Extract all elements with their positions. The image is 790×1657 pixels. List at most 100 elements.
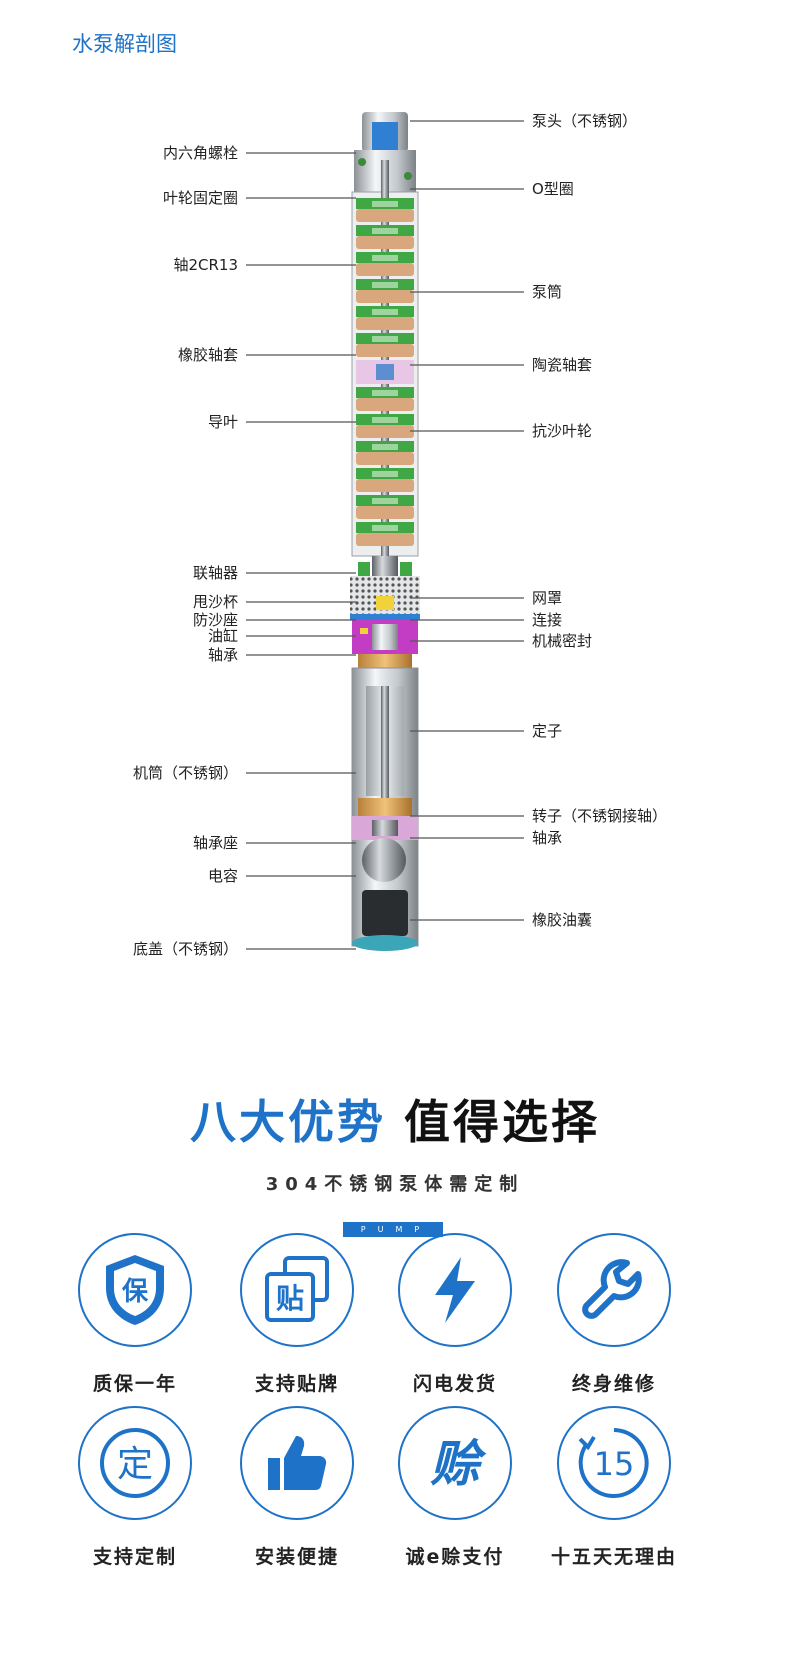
connection-band — [350, 614, 420, 620]
diffuser-vane — [372, 255, 398, 261]
advantage-label: 支持定制 — [92, 1546, 177, 1568]
advantage-item: 闪电发货 — [375, 1233, 535, 1396]
coupling-bracket — [358, 562, 370, 580]
ceramic-bushing — [376, 364, 394, 380]
impeller — [356, 452, 414, 465]
part-label-right: 泵筒 — [532, 283, 562, 301]
diffuser-vane — [372, 525, 398, 531]
diffuser-vane — [372, 282, 398, 288]
label-icon: 贴 — [240, 1233, 354, 1347]
headline: 八大优势值得选择 — [0, 1086, 790, 1152]
rotor-shaft — [381, 686, 389, 832]
thumbs-up-icon — [240, 1406, 354, 1520]
advantage-label: 诚e赊支付 — [405, 1546, 505, 1568]
impeller — [356, 506, 414, 519]
impeller — [356, 479, 414, 492]
oil-tank — [372, 624, 398, 650]
diffuser-vane — [372, 336, 398, 342]
diffuser-vane — [372, 444, 398, 450]
lower-bearing — [372, 820, 398, 836]
part-label-right: 陶瓷轴套 — [532, 356, 592, 374]
pump-head-window — [372, 122, 398, 152]
part-label-right: 橡胶油囊 — [532, 911, 592, 929]
part-label-left: 油缸 — [208, 627, 238, 645]
part-label-left: 轴承座 — [193, 834, 238, 852]
advantage-label: 终身维修 — [571, 1373, 656, 1395]
part-label-left: 内六角螺栓 — [163, 144, 238, 162]
bottom-cover — [352, 935, 418, 951]
part-label-left: 机筒（不锈钢） — [133, 764, 238, 782]
part-label-left: 轴2CR13 — [173, 256, 238, 274]
wrench-icon — [557, 1233, 671, 1347]
capacitor — [362, 838, 406, 882]
advantage-item: 安装便捷 — [217, 1406, 377, 1569]
diffuser-vane — [372, 228, 398, 234]
part-label-left: 联轴器 — [193, 564, 238, 582]
diffuser-vane — [372, 471, 398, 477]
advantage-label: 支持贴牌 — [254, 1373, 339, 1395]
part-label-left: 甩沙杯 — [193, 593, 238, 611]
fifteen-days-icon: 15 — [557, 1406, 671, 1520]
diffuser-vane — [372, 390, 398, 396]
svg-text:保: 保 — [121, 1277, 149, 1307]
impeller — [356, 317, 414, 330]
svg-text:15: 15 — [594, 1445, 635, 1483]
part-label-right: 连接 — [532, 611, 562, 629]
advantage-label: 十五天无理由 — [550, 1546, 677, 1568]
impeller — [356, 290, 414, 303]
advantage-label: 质保一年 — [92, 1373, 177, 1395]
impeller — [356, 236, 414, 249]
advantage-item: 赊诚e赊支付 — [375, 1406, 535, 1569]
part-label-right: O型圈 — [532, 180, 574, 198]
impeller — [356, 344, 414, 357]
impeller — [356, 425, 414, 438]
part-label-left: 底盖（不锈钢） — [133, 940, 238, 958]
subheadline: 304不锈钢泵体需定制 — [265, 1174, 525, 1195]
coupling-bracket — [400, 562, 412, 580]
svg-text:贴: 贴 — [276, 1282, 304, 1315]
diffuser-vane — [372, 201, 398, 207]
part-label-left: 轴承 — [208, 646, 238, 664]
seal-accent — [360, 628, 368, 634]
rotor-winding — [358, 798, 412, 816]
diffuser-vane — [372, 417, 398, 423]
part-label-left: 橡胶轴套 — [178, 346, 238, 364]
impeller-stages — [356, 198, 414, 546]
pump-body — [350, 112, 420, 951]
rubber-oil-bladder — [362, 890, 408, 936]
diffuser-vane — [372, 498, 398, 504]
pump-tag: PUMP — [343, 1222, 443, 1237]
part-label-left: 导叶 — [208, 413, 238, 431]
advantage-item: 定支持定制 — [55, 1406, 215, 1569]
left-labels: 内六角螺栓叶轮固定圈轴2CR13橡胶轴套导叶联轴器甩沙杯防沙座油缸轴承机筒（不锈… — [133, 144, 356, 958]
advantage-item: 终身维修 — [534, 1233, 694, 1396]
impeller — [356, 398, 414, 411]
part-label-right: 抗沙叶轮 — [532, 422, 592, 440]
part-label-left: 防沙座 — [193, 611, 238, 629]
right-labels: 泵头（不锈钢）O型圈泵筒陶瓷轴套抗沙叶轮网罩连接机械密封定子转子（不锈钢接轴）轴… — [410, 112, 667, 929]
coupling — [372, 556, 398, 576]
impeller — [356, 209, 414, 222]
advantage-label: 安装便捷 — [254, 1546, 339, 1568]
advantage-item: 保质保一年 — [55, 1233, 215, 1396]
part-label-right: 转子（不锈钢接轴） — [532, 807, 667, 825]
advantage-item: 15 十五天无理由 — [534, 1406, 694, 1569]
headline-highlight: 八大优势 — [190, 1095, 386, 1149]
svg-text:定: 定 — [117, 1444, 153, 1485]
advantage-label: 闪电发货 — [412, 1373, 497, 1395]
lightning-icon — [398, 1233, 512, 1347]
shield-icon: 保 — [78, 1233, 192, 1347]
hex-bolt — [358, 158, 366, 166]
part-label-right: 泵头（不锈钢） — [532, 112, 637, 130]
custom-icon: 定 — [78, 1406, 192, 1520]
hex-bolt — [404, 172, 412, 180]
pump-cutaway-diagram: 内六角螺栓叶轮固定圈轴2CR13橡胶轴套导叶联轴器甩沙杯防沙座油缸轴承机筒（不锈… — [133, 112, 667, 958]
section-title: 水泵解剖图 — [72, 32, 177, 56]
svg-text:赊: 赊 — [430, 1434, 487, 1493]
bearing — [358, 654, 412, 668]
impeller — [356, 533, 414, 546]
part-label-left: 电容 — [208, 867, 238, 885]
advantage-item: 贴支持贴牌 — [217, 1233, 377, 1396]
part-label-right: 定子 — [532, 722, 562, 740]
diffuser-vane — [372, 309, 398, 315]
